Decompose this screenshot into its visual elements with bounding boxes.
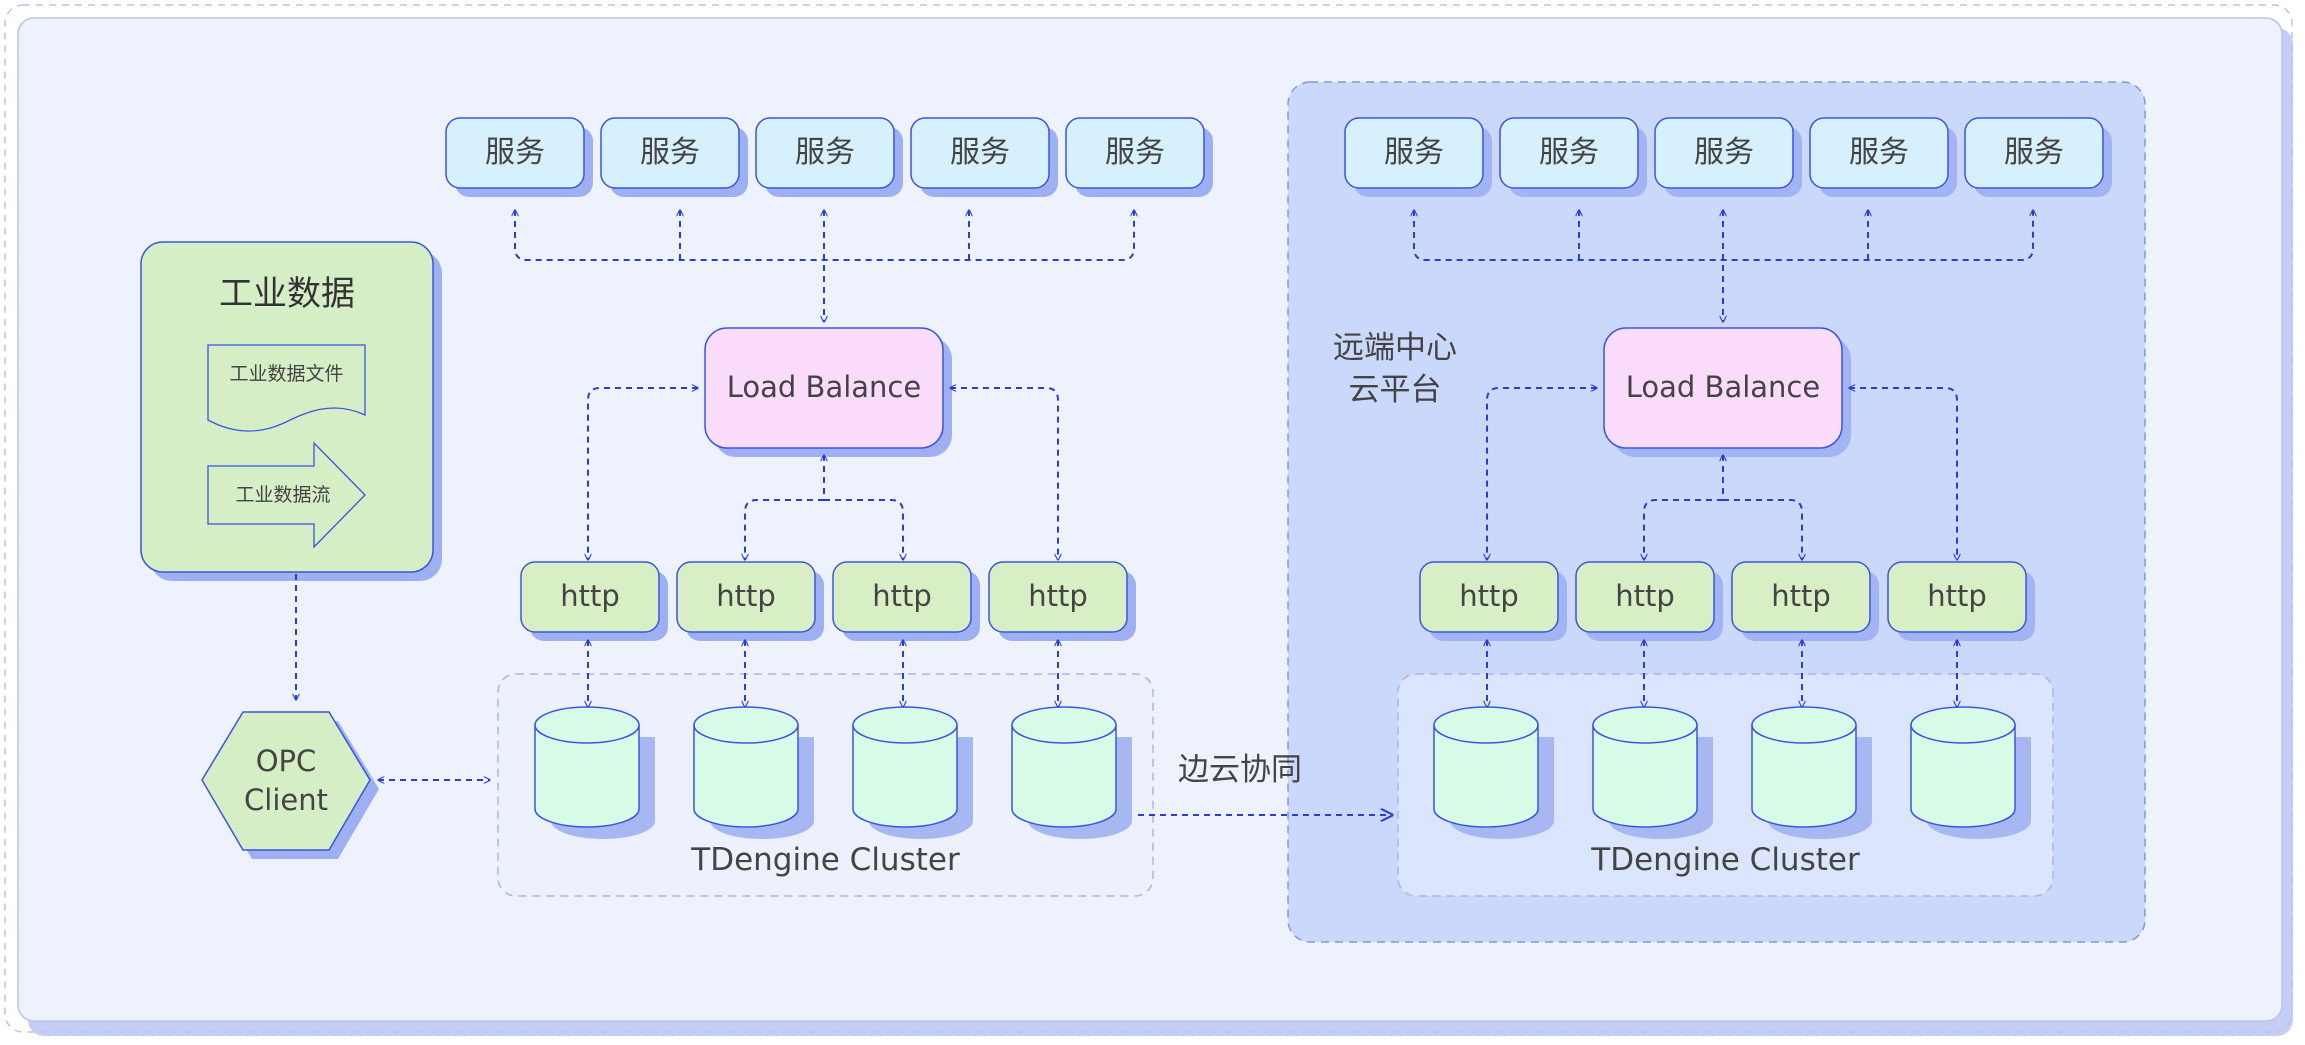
edge-services bbox=[445, 117, 1213, 197]
edge-service-label-4: 服务 bbox=[950, 134, 1010, 170]
cloud-db-1[interactable] bbox=[1433, 706, 1554, 839]
edge-service-box-1[interactable] bbox=[445, 117, 585, 189]
cloud-http-box-1[interactable] bbox=[1419, 561, 1559, 633]
edge-service-box-4[interactable] bbox=[910, 117, 1050, 189]
edge-connectors bbox=[515, 210, 1134, 707]
industrial-data-stream-label: 工业数据流 bbox=[235, 484, 331, 507]
cloud-load-balancer bbox=[1603, 327, 1851, 457]
cloud-db-2[interactable] bbox=[1592, 706, 1713, 839]
edge-load-balancer-box[interactable] bbox=[704, 327, 944, 449]
cloud-connectors bbox=[1414, 210, 2033, 707]
edge-service-label-3: 服务 bbox=[795, 134, 855, 170]
cloud-http-label-2: http bbox=[1615, 579, 1675, 614]
edge-db-4[interactable] bbox=[1011, 706, 1132, 839]
edge-http-box-4[interactable] bbox=[988, 561, 1128, 633]
cloud-service-box-2[interactable] bbox=[1499, 117, 1639, 189]
cloud-service-label-2: 服务 bbox=[1539, 134, 1599, 170]
edge-db-2[interactable] bbox=[693, 706, 814, 839]
cloud-service-box-5[interactable] bbox=[1964, 117, 2104, 189]
edge-service-label-5: 服务 bbox=[1105, 134, 1165, 170]
cloud-site-title-line1: 远端中心 bbox=[1333, 330, 1457, 367]
cloud-http-label-1: http bbox=[1459, 579, 1519, 614]
opc-client-line1: OPC bbox=[255, 743, 317, 778]
edge-http-box-2[interactable] bbox=[676, 561, 816, 633]
edge-db-1[interactable] bbox=[534, 706, 655, 839]
industrial-data-file-label: 工业数据文件 bbox=[229, 363, 344, 386]
edge-service-label-1: 服务 bbox=[485, 134, 545, 170]
opc-client-label: OPC Client bbox=[202, 738, 370, 824]
cloud-http-label-4: http bbox=[1927, 579, 1987, 614]
edge-databases bbox=[534, 706, 1132, 839]
cloud-service-box-4[interactable] bbox=[1809, 117, 1949, 189]
cloud-cluster-box bbox=[1397, 673, 2054, 897]
opc-client-hexagon[interactable] bbox=[201, 711, 371, 851]
edge-service-label-2: 服务 bbox=[640, 134, 700, 170]
edge-http-label-2: http bbox=[716, 579, 776, 614]
edge-http-nodes bbox=[520, 561, 1136, 641]
data-file-icon[interactable] bbox=[207, 344, 366, 432]
cloud-load-balancer-label: Load Balance bbox=[1625, 370, 1821, 405]
cloud-http-box-4[interactable] bbox=[1887, 561, 2027, 633]
cloud-site-title-line2: 云平台 bbox=[1348, 372, 1442, 408]
edge-http-label-1: http bbox=[560, 579, 620, 614]
cloud-load-balancer-box[interactable] bbox=[1603, 327, 1843, 449]
edge-load-balancer-label: Load Balance bbox=[726, 370, 922, 405]
cloud-http-box-2[interactable] bbox=[1575, 561, 1715, 633]
page-outer-border bbox=[4, 4, 2293, 1033]
edge-cluster-box bbox=[497, 673, 1154, 897]
edge-http-label-3: http bbox=[872, 579, 932, 614]
industrial-data-title: 工业数据 bbox=[219, 274, 355, 315]
cloud-service-box-1[interactable] bbox=[1344, 117, 1484, 189]
cloud-cluster-label: TDengine Cluster bbox=[1591, 842, 1860, 879]
left-connectors bbox=[296, 574, 490, 780]
edge-service-box-3[interactable] bbox=[755, 117, 895, 189]
cloud-db-3[interactable] bbox=[1751, 706, 1872, 839]
edge-http-box-3[interactable] bbox=[832, 561, 972, 633]
edge-load-balancer bbox=[704, 327, 952, 457]
cloud-http-box-3[interactable] bbox=[1731, 561, 1871, 633]
edge-http-box-1[interactable] bbox=[520, 561, 660, 633]
cloud-services bbox=[1344, 117, 2112, 197]
industrial-data-group bbox=[140, 241, 442, 581]
edge-db-3[interactable] bbox=[852, 706, 973, 839]
cloud-databases bbox=[1433, 706, 2031, 839]
edge-http-label-4: http bbox=[1028, 579, 1088, 614]
cloud-db-4[interactable] bbox=[1910, 706, 2031, 839]
opc-client-group bbox=[201, 711, 379, 859]
edge-service-box-5[interactable] bbox=[1065, 117, 1205, 189]
cloud-http-nodes bbox=[1419, 561, 2035, 641]
cloud-service-label-3: 服务 bbox=[1694, 134, 1754, 170]
data-stream-icon[interactable] bbox=[207, 441, 366, 549]
cloud-service-label-1: 服务 bbox=[1384, 134, 1444, 170]
cloud-http-label-3: http bbox=[1771, 579, 1831, 614]
edge-service-box-2[interactable] bbox=[600, 117, 740, 189]
cloud-service-label-4: 服务 bbox=[1849, 134, 1909, 170]
edge-cloud-sync-label: 边云协同 bbox=[1178, 752, 1302, 789]
cloud-site-title: 远端中心 云平台 bbox=[1300, 320, 1490, 420]
cloud-service-label-5: 服务 bbox=[2004, 134, 2064, 170]
cloud-service-box-3[interactable] bbox=[1654, 117, 1794, 189]
edge-cluster-label: TDengine Cluster bbox=[691, 842, 960, 879]
opc-client-line2: Client bbox=[244, 783, 328, 817]
